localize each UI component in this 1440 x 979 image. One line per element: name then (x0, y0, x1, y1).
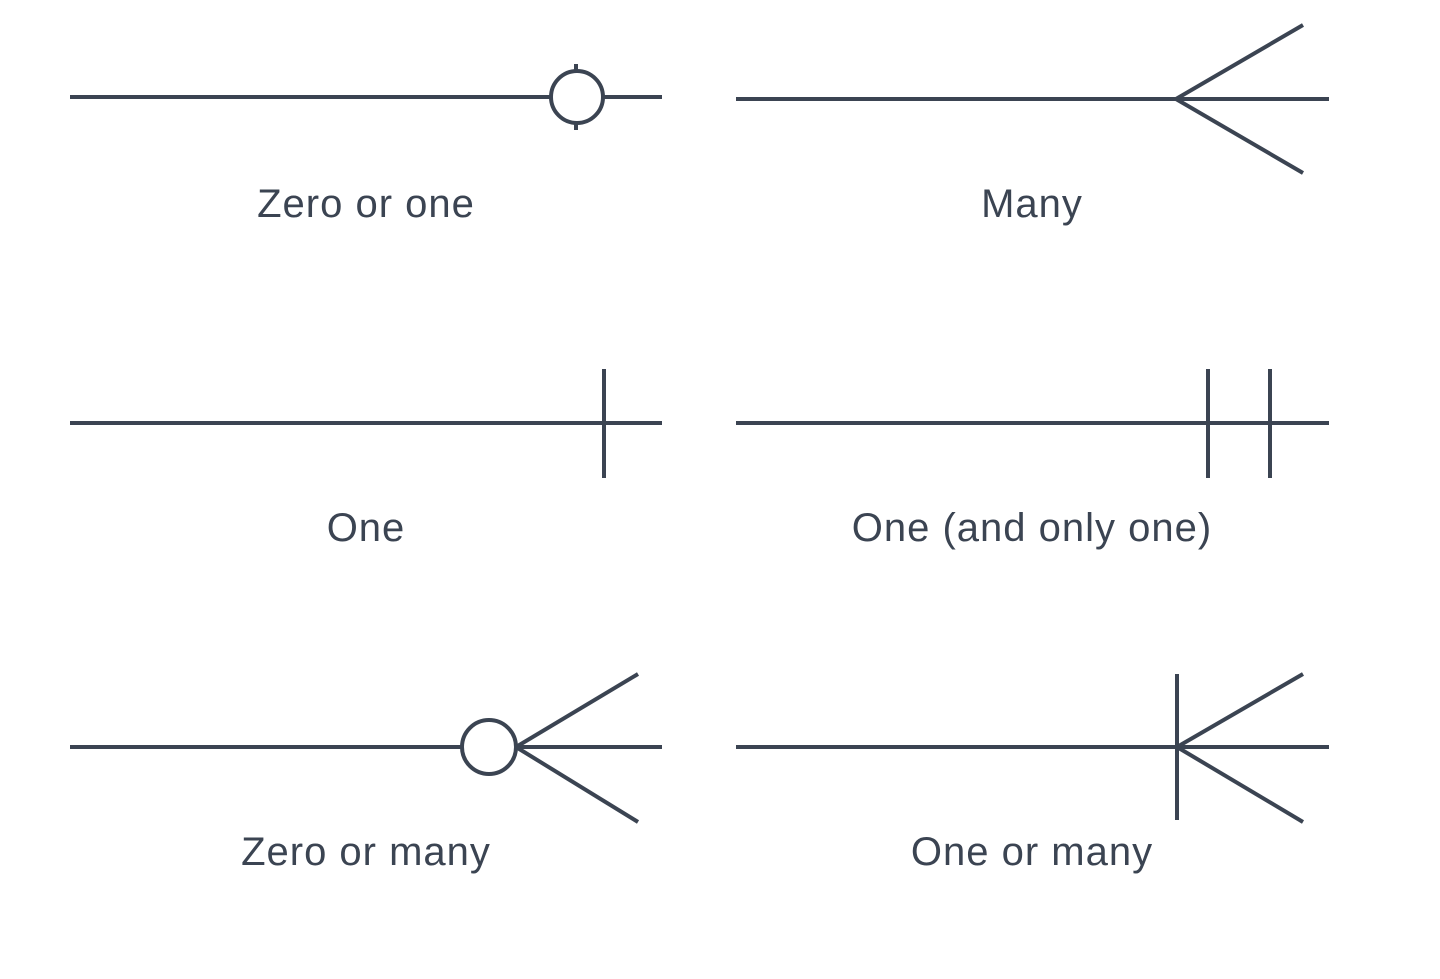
zero-or-many-symbol (70, 672, 662, 824)
one-or-many-label: One or many (910, 830, 1154, 874)
many-crowfoot-upper (1174, 23, 1305, 101)
one-label: One (326, 506, 406, 550)
one-and-only-one-label: One (and only one) (851, 506, 1213, 550)
one-and-only-one-symbol (736, 369, 1329, 478)
many-label: Many (981, 182, 1083, 226)
one-or-many-symbol (736, 672, 1329, 824)
one-or-many-crowfoot-lower (1175, 745, 1305, 824)
many-crowfoot-lower (1174, 97, 1305, 175)
one-or-many-crowfoot-upper (1175, 672, 1305, 749)
zero-or-many-crowfoot-upper (514, 672, 640, 749)
zero-or-one-circle (549, 69, 605, 125)
zero-or-many-label: Zero or many (241, 830, 491, 874)
many-symbol (736, 23, 1329, 175)
zero-or-one-label: Zero or one (257, 182, 475, 226)
zero-or-many-circle (460, 718, 518, 776)
zero-or-one-symbol (70, 64, 662, 130)
one-symbol (70, 369, 662, 478)
zero-or-many-crowfoot-lower (514, 745, 640, 824)
